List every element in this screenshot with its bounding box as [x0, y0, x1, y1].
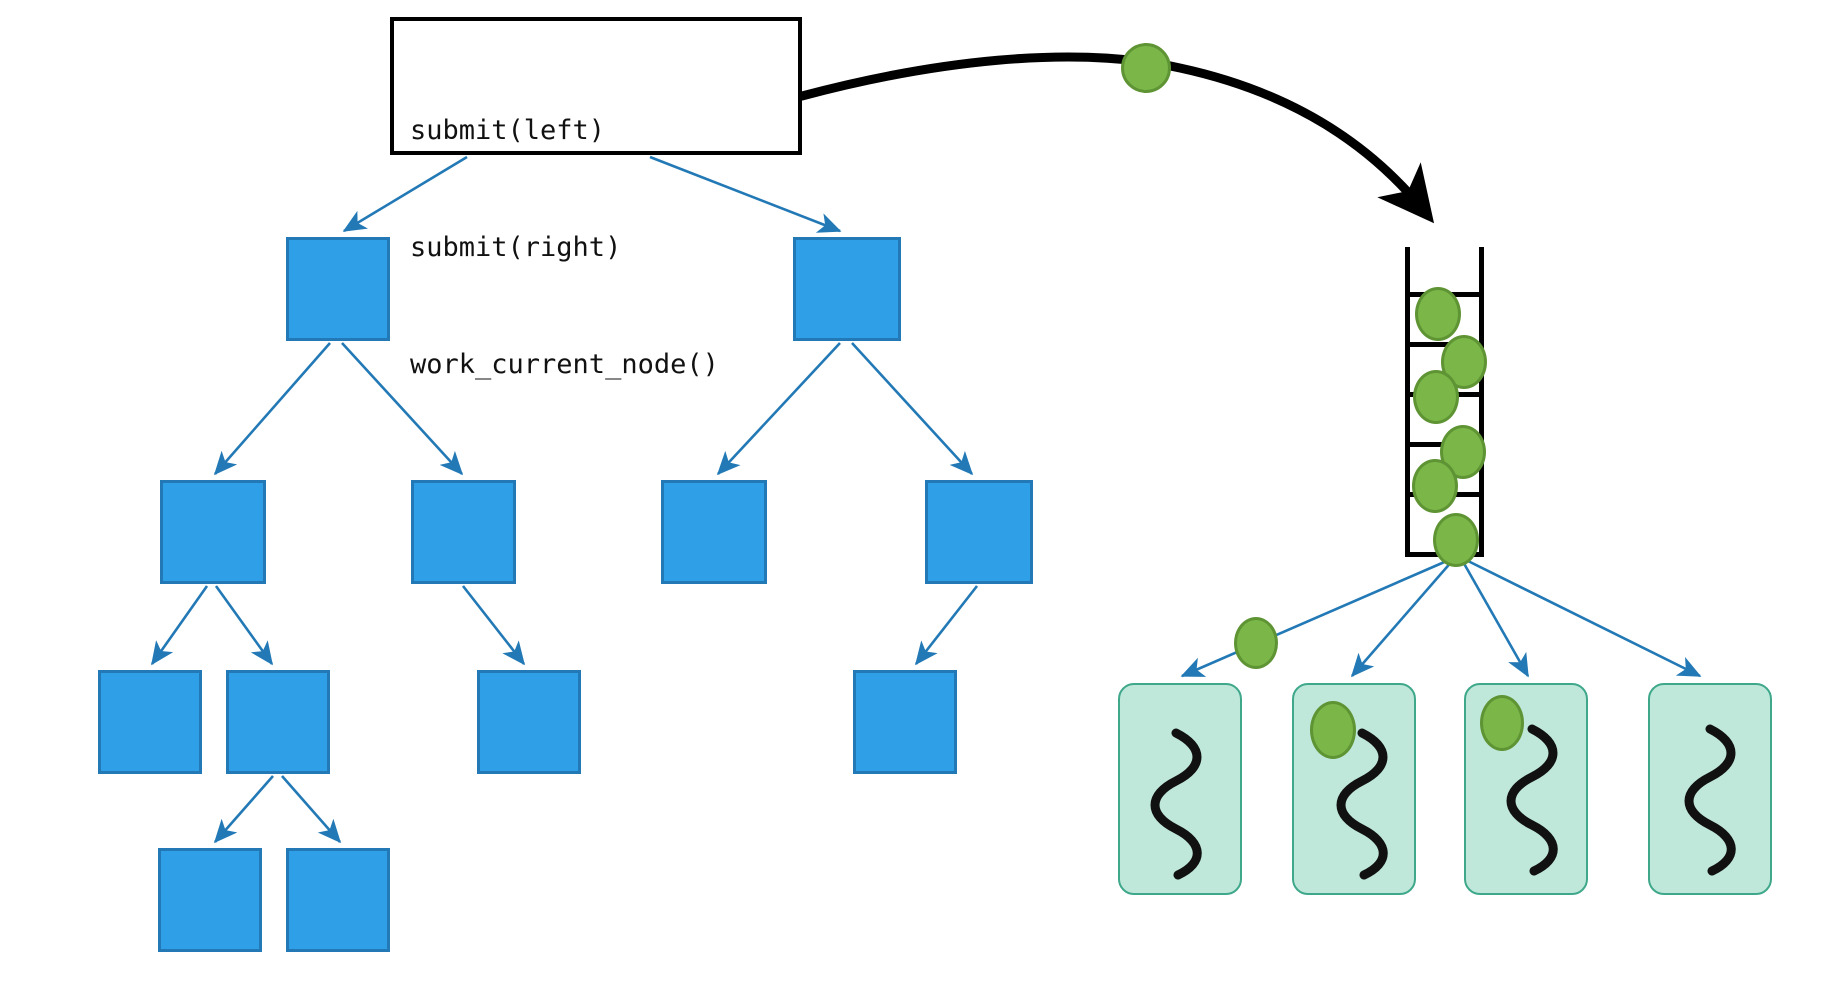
queued-task-blob[interactable]	[1433, 513, 1479, 567]
tree-node[interactable]	[286, 237, 390, 341]
tree-node[interactable]	[477, 670, 581, 774]
tree-edge	[213, 775, 274, 844]
worker-wave-icon	[1150, 728, 1202, 880]
dispatch-arrow	[1460, 559, 1530, 678]
submit-to-queue-arrow	[797, 52, 1435, 224]
worker-wave-icon	[1506, 724, 1558, 876]
tree-edge	[461, 585, 526, 666]
dispatch-edge-group	[1180, 558, 1702, 678]
worker-wave-icon	[1336, 728, 1388, 880]
task-blob-in-flight[interactable]	[1121, 43, 1171, 93]
code-line-submit-left: submit(left)	[410, 115, 606, 146]
tree-node[interactable]	[853, 670, 957, 774]
tree-node[interactable]	[226, 670, 330, 774]
dispatch-arrow	[1350, 559, 1454, 678]
tree-edge	[342, 155, 468, 233]
tree-node[interactable]	[160, 480, 266, 584]
tree-node[interactable]	[793, 237, 901, 341]
tree-edge	[851, 342, 974, 476]
dispatch-arrow	[1180, 558, 1450, 678]
worker-active-task-blob[interactable]	[1480, 695, 1524, 751]
tree-node[interactable]	[158, 848, 262, 952]
worker-thread-2[interactable]	[1292, 683, 1416, 895]
tree-edge	[649, 155, 842, 233]
queued-task-blob[interactable]	[1415, 287, 1461, 341]
tree-edge	[281, 775, 342, 844]
tree-edge	[213, 342, 331, 476]
tree-edge	[214, 585, 274, 666]
code-line-submit-right: submit(right)	[410, 232, 622, 263]
submit-arrow-group	[797, 52, 1435, 224]
work-function-code: submit(left) submit(right) work_current_…	[390, 17, 802, 380]
worker-active-task-blob[interactable]	[1310, 701, 1356, 759]
task-blob-dispatching[interactable]	[1234, 617, 1278, 669]
worker-thread-1[interactable]	[1118, 683, 1242, 895]
tree-edge	[914, 585, 979, 666]
tree-edge-group	[150, 155, 979, 844]
dispatch-arrow	[1465, 558, 1702, 678]
tree-node[interactable]	[98, 670, 202, 774]
tree-node[interactable]	[925, 480, 1033, 584]
tree-node[interactable]	[286, 848, 390, 952]
tree-edge	[341, 342, 464, 476]
queued-task-blob[interactable]	[1413, 370, 1459, 424]
tree-node[interactable]	[411, 480, 516, 584]
worker-wave-icon	[1684, 724, 1736, 876]
tree-node[interactable]	[661, 480, 767, 584]
queued-task-blob[interactable]	[1412, 459, 1458, 513]
tree-edge	[716, 342, 841, 476]
tree-edge	[150, 585, 209, 666]
code-line-work-current-node: work_current_node()	[410, 349, 719, 380]
queue-slot[interactable]	[1410, 342, 1479, 392]
worker-thread-4[interactable]	[1648, 683, 1772, 895]
